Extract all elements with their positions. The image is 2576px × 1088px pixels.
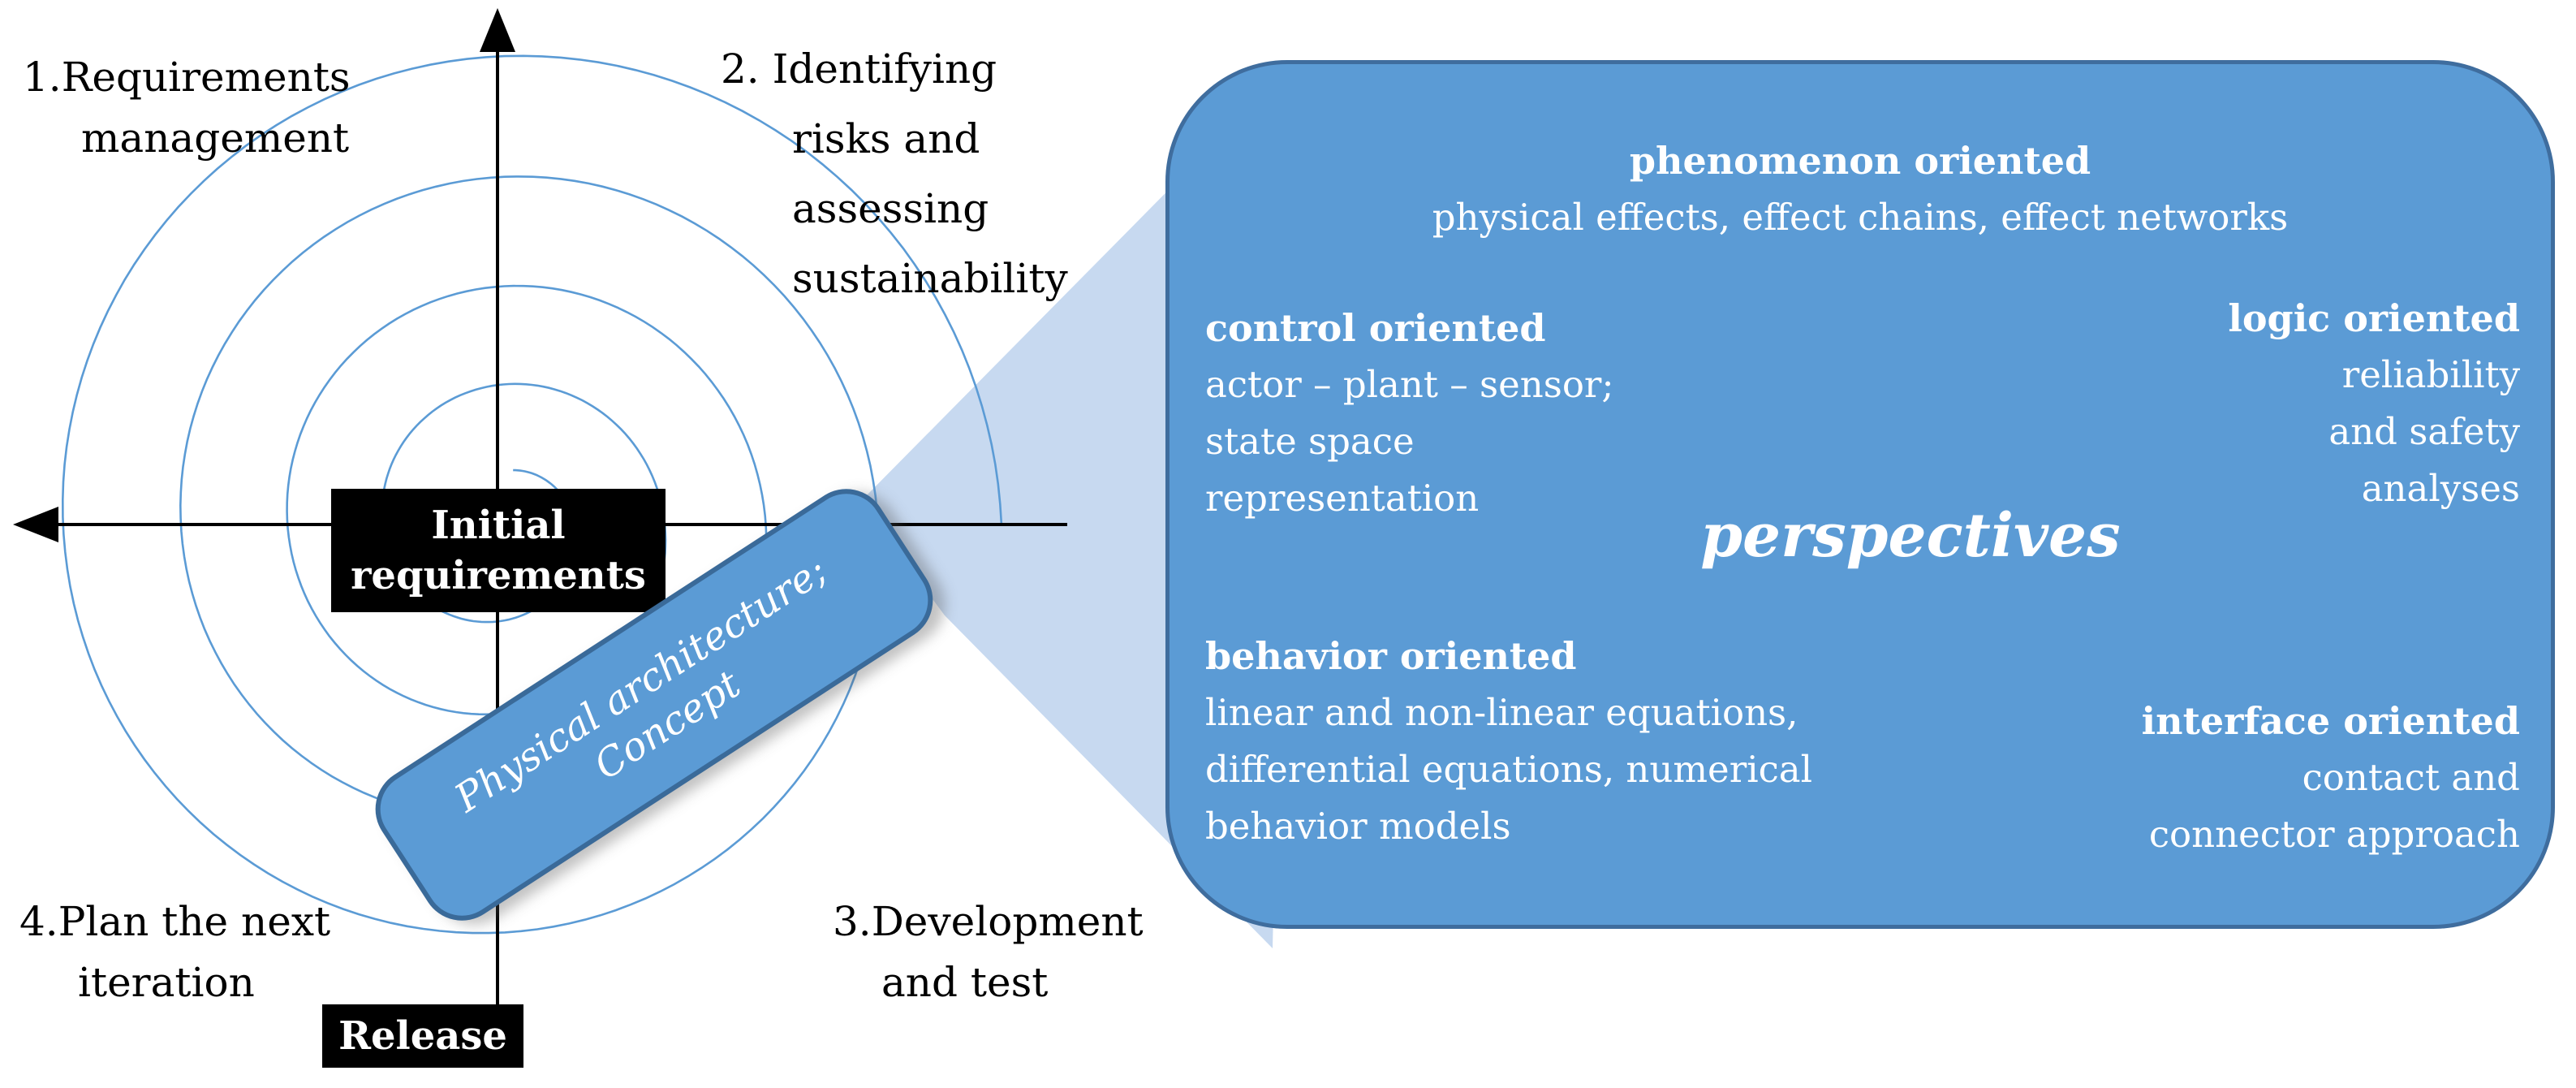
interface-oriented-line: connector approach — [2148, 813, 2520, 856]
initial-requirements-line: requirements — [351, 553, 646, 598]
step-4-label: 4.Plan the next iteration — [19, 892, 330, 1013]
release-box: Release — [322, 1004, 523, 1068]
initial-requirements-box: Initial requirements — [331, 489, 666, 612]
step-2-line: assessing — [792, 185, 989, 232]
logic-oriented-line: analyses — [2361, 467, 2520, 510]
interface-oriented-block: interface oriented contact and connector… — [2142, 693, 2520, 863]
step-3-line: and test — [881, 959, 1049, 1006]
step-1-label: 1.Requirements management — [23, 47, 351, 169]
control-oriented-heading: control oriented — [1205, 306, 1546, 350]
step-2-label: 2. Identifying risks and assessing susta… — [721, 34, 1068, 313]
up-arrow-icon — [480, 8, 515, 52]
control-oriented-line: actor – plant – sensor; — [1205, 363, 1614, 406]
behavior-oriented-line: linear and non-linear equations, — [1205, 691, 1798, 734]
step-1-line: management — [81, 114, 350, 162]
step-2-line: 2. Identifying — [721, 45, 997, 93]
step-3-line: 3.Development — [833, 898, 1144, 945]
release-label: Release — [338, 1013, 507, 1059]
control-oriented-line: representation — [1205, 477, 1480, 520]
interface-oriented-heading: interface oriented — [2141, 699, 2520, 743]
left-arrow-icon — [13, 507, 58, 542]
logic-oriented-heading: logic oriented — [2228, 296, 2520, 340]
initial-requirements-line: Initial — [431, 503, 566, 548]
phenomenon-oriented-heading: phenomenon oriented — [1629, 139, 2091, 183]
logic-oriented-line: and safety — [2328, 410, 2520, 453]
step-2-line: sustainability — [792, 255, 1068, 302]
step-2-line: risks and — [792, 115, 980, 162]
behavior-oriented-line: differential equations, numerical — [1205, 748, 1813, 791]
phenomenon-oriented-body: physical effects, effect chains, effect … — [1432, 196, 2289, 239]
step-4-line: 4.Plan the next — [19, 898, 331, 945]
interface-oriented-line: contact and — [2302, 756, 2520, 799]
step-1-line: 1.Requirements — [23, 54, 351, 101]
perspectives-title: perspectives — [1700, 501, 2121, 571]
behavior-oriented-line: behavior models — [1205, 805, 1511, 848]
step-3-label: 3.Development and test — [833, 892, 1144, 1013]
perspectives-panel: phenomenon oriented physical effects, ef… — [1165, 60, 2555, 929]
phenomenon-oriented-block: phenomenon oriented physical effects, ef… — [1170, 132, 2551, 246]
logic-oriented-block: logic oriented reliability and safety an… — [2228, 290, 2520, 517]
control-oriented-line: state space — [1205, 420, 1415, 463]
behavior-oriented-heading: behavior oriented — [1205, 634, 1577, 678]
logic-oriented-line: reliability — [2341, 353, 2520, 396]
step-4-line: iteration — [78, 959, 255, 1006]
behavior-oriented-block: behavior oriented linear and non-linear … — [1205, 628, 1812, 855]
control-oriented-block: control oriented actor – plant – sensor;… — [1205, 300, 1614, 527]
